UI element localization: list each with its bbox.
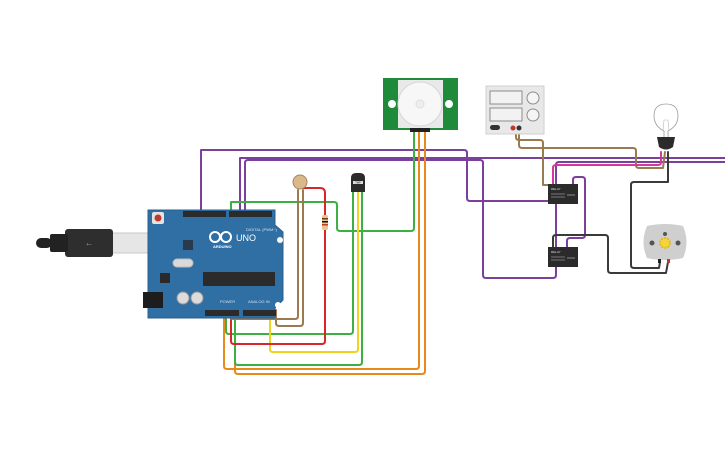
analog-header[interactable] [243, 310, 276, 316]
wire-orange-2[interactable] [234, 131, 426, 375]
ps-display-voltage [489, 90, 523, 105]
crystal [172, 258, 194, 268]
wire-brown-2[interactable] [275, 189, 304, 327]
wires [200, 127, 725, 375]
digital-label: DIGITAL (PWM~) [246, 227, 278, 232]
relay-2-label: RELAY [551, 250, 561, 254]
bulb-glass [653, 103, 679, 139]
reset-button-cap[interactable] [154, 214, 162, 222]
wire-purple-1[interactable] [200, 149, 556, 213]
relay-1[interactable]: RELAY [548, 184, 578, 204]
wire-purple-4[interactable] [566, 176, 586, 249]
pir-mount-left [388, 100, 396, 108]
arduino-board [147, 209, 284, 319]
wire-yellow-tmp[interactable] [269, 191, 359, 353]
pir-sensor[interactable] [383, 78, 458, 132]
wire-purple-2[interactable] [244, 159, 725, 279]
motor-screw-left [649, 240, 655, 246]
usb-plug-body [65, 229, 113, 257]
wire-orange-1[interactable] [223, 131, 420, 370]
relay-2[interactable]: RELAY [548, 247, 578, 267]
resistor[interactable] [322, 215, 328, 230]
wire-brown-ps-2[interactable] [518, 127, 666, 169]
mount-hole-1 [277, 237, 283, 243]
digital-header-2[interactable] [229, 211, 272, 217]
wire-green-tmp-1[interactable] [225, 191, 354, 335]
capacitor-2 [190, 291, 204, 305]
ps-knob-voltage[interactable] [526, 91, 540, 105]
usb-plug-metal [109, 232, 153, 254]
temperature-sensor[interactable]: TMP [351, 173, 365, 192]
relay-1-label: RELAY [551, 187, 561, 191]
wire-red[interactable] [230, 229, 326, 345]
photoresistor[interactable] [292, 174, 308, 190]
resistor-band-1 [322, 218, 328, 220]
bulb-socket [657, 137, 675, 150]
pir-mount-right [445, 100, 453, 108]
ps-terminal-positive[interactable] [510, 125, 516, 131]
resistor-band-2 [322, 221, 328, 223]
usb-icon: ⭠ [86, 241, 92, 248]
power-label: POWER [220, 299, 235, 304]
pir-pin-header [410, 128, 430, 132]
wire-red-ldr[interactable] [301, 187, 326, 219]
analog-label: ANALOG IN [248, 299, 270, 304]
wire-black-1[interactable] [630, 151, 669, 269]
ldr-head [292, 174, 308, 190]
usb-strain-relief [50, 234, 68, 252]
usb-cable-end [36, 238, 52, 248]
motor-gear-icon [659, 237, 671, 249]
atmega-chip [203, 272, 275, 286]
capacitor-1 [176, 291, 190, 305]
motor-screw-right [675, 240, 681, 246]
arduino-brand: ARDUINO [213, 244, 232, 249]
usb-cable[interactable]: ⭠ [36, 229, 153, 257]
power-jack [143, 292, 163, 308]
ps-terminal-negative[interactable] [516, 125, 522, 131]
arduino-logo: ARDUINO UNO [209, 231, 256, 249]
wire-green-pir[interactable] [230, 131, 415, 232]
usb-chip [183, 240, 193, 250]
arduino-uno[interactable]: DIGITAL (PWM~) ARDUINO UNO POWER ANALOG … [143, 209, 284, 319]
ps-display-current [489, 107, 523, 122]
power-header[interactable] [205, 310, 239, 316]
tmp-label: TMP [355, 181, 361, 185]
bulb-filament [662, 119, 670, 131]
ps-switch[interactable] [490, 125, 500, 130]
ps-knob-current[interactable] [526, 108, 540, 122]
tmp-label-plate [353, 181, 363, 184]
motor-terminal-negative[interactable] [658, 259, 661, 263]
arduino-model: UNO [236, 233, 256, 243]
light-bulb[interactable] [653, 103, 679, 150]
mount-hole-2 [275, 302, 281, 308]
motor-terminal-positive[interactable] [667, 259, 670, 263]
wire-purple-3[interactable] [239, 157, 725, 213]
resistor-band-3 [322, 224, 328, 226]
digital-header-1[interactable] [183, 211, 226, 217]
voltage-regulator [160, 273, 170, 283]
wire-green-tmp-2[interactable] [234, 191, 363, 366]
wire-black-2[interactable] [552, 234, 669, 274]
dc-motor[interactable] [643, 224, 687, 263]
power-supply[interactable] [485, 85, 545, 135]
wire-brown-ps-1[interactable] [515, 127, 556, 186]
wire-magenta[interactable] [552, 151, 662, 186]
motor-screw-top [663, 232, 667, 236]
pir-dome-center [415, 99, 425, 109]
